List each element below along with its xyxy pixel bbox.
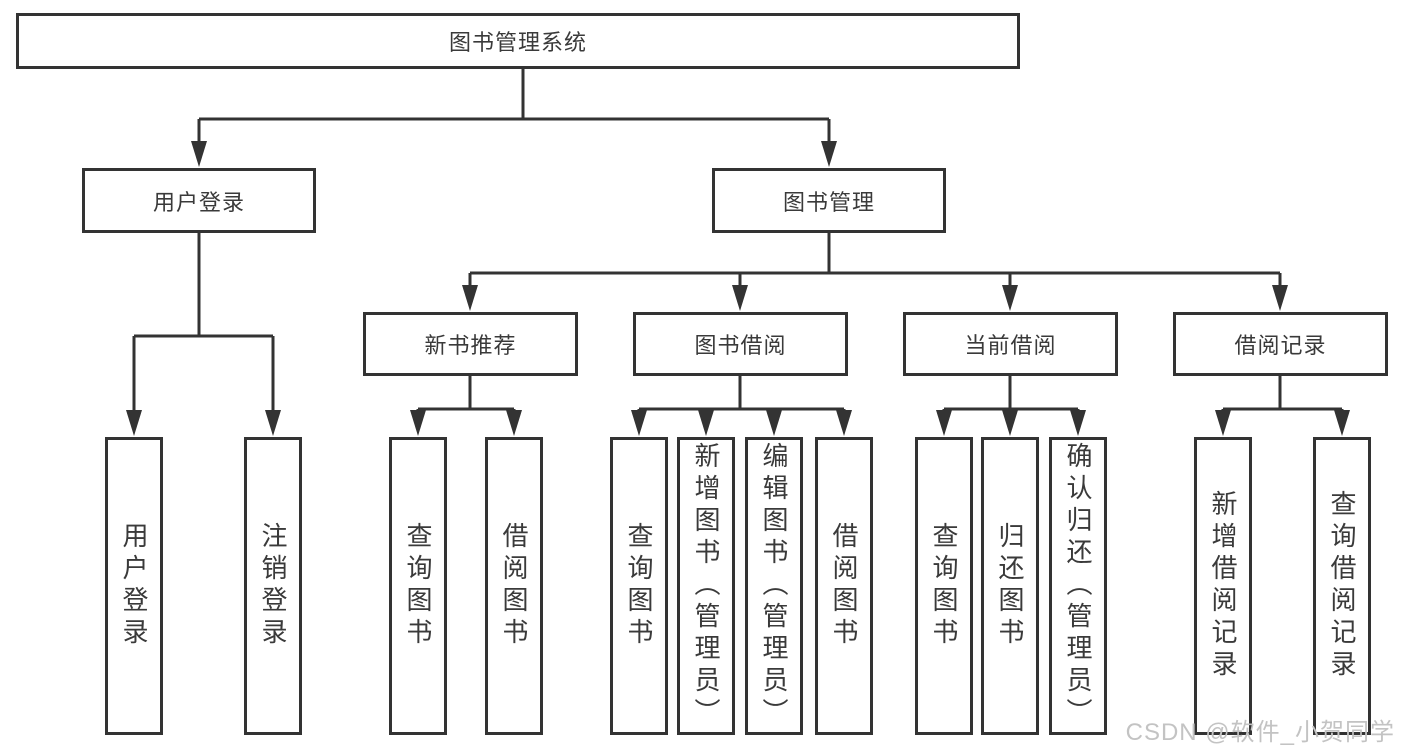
leaf-query-books-recommend: 查询图书 bbox=[389, 437, 447, 735]
leaf-confirm-return-admin-label: 确认归还（管理员） bbox=[1063, 442, 1093, 730]
leaf-return-books: 归还图书 bbox=[981, 437, 1039, 735]
leaf-borrow-books-borrow: 借阅图书 bbox=[815, 437, 873, 735]
node-book-management: 图书管理 bbox=[712, 168, 946, 233]
leaf-user-login: 用户登录 bbox=[105, 437, 163, 735]
leaf-query-books-borrow-label: 查询图书 bbox=[624, 522, 654, 650]
node-current-borrowing-label: 当前借阅 bbox=[964, 333, 1057, 358]
leaf-query-borrow-record: 查询借阅记录 bbox=[1313, 437, 1371, 735]
node-library-system-label: 图书管理系统 bbox=[448, 30, 587, 55]
leaf-logout: 注销登录 bbox=[244, 437, 302, 735]
leaf-query-borrow-record-label: 查询借阅记录 bbox=[1327, 490, 1357, 682]
leaf-query-books-borrow: 查询图书 bbox=[610, 437, 668, 735]
leaf-add-borrow-record-label: 新增借阅记录 bbox=[1208, 490, 1238, 682]
leaf-user-login-label: 用户登录 bbox=[119, 522, 149, 650]
node-borrowing-records-label: 借阅记录 bbox=[1234, 333, 1327, 358]
leaf-confirm-return-admin: 确认归还（管理员） bbox=[1049, 437, 1107, 735]
leaf-borrow-books-borrow-label: 借阅图书 bbox=[829, 522, 859, 650]
leaf-query-books-current-label: 查询图书 bbox=[929, 522, 959, 650]
leaf-query-books-current: 查询图书 bbox=[915, 437, 973, 735]
leaf-borrow-books-recommend: 借阅图书 bbox=[485, 437, 543, 735]
leaf-add-borrow-record: 新增借阅记录 bbox=[1194, 437, 1252, 735]
leaf-edit-book-admin-label: 编辑图书（管理员） bbox=[759, 442, 789, 730]
leaf-edit-book-admin: 编辑图书（管理员） bbox=[745, 437, 803, 735]
node-user-login-label: 用户登录 bbox=[152, 189, 245, 215]
node-current-borrowing: 当前借阅 bbox=[903, 312, 1118, 376]
leaf-add-book-admin-label: 新增图书（管理员） bbox=[691, 442, 721, 730]
node-book-management-label: 图书管理 bbox=[782, 189, 875, 215]
watermark: CSDN @软件_小贺同学 bbox=[1125, 719, 1395, 746]
leaf-add-book-admin: 新增图书（管理员） bbox=[677, 437, 735, 735]
node-new-book-recommendation-label: 新书推荐 bbox=[424, 333, 517, 358]
node-book-borrowing: 图书借阅 bbox=[633, 312, 848, 376]
node-user-login: 用户登录 bbox=[82, 168, 316, 233]
node-new-book-recommendation: 新书推荐 bbox=[363, 312, 578, 376]
leaf-query-books-recommend-label: 查询图书 bbox=[403, 522, 433, 650]
node-borrowing-records: 借阅记录 bbox=[1173, 312, 1388, 376]
leaf-logout-label: 注销登录 bbox=[258, 522, 288, 650]
leaf-borrow-books-recommend-label: 借阅图书 bbox=[499, 522, 529, 650]
leaf-return-books-label: 归还图书 bbox=[995, 522, 1025, 650]
node-library-system: 图书管理系统 bbox=[16, 13, 1020, 69]
node-book-borrowing-label: 图书借阅 bbox=[694, 333, 787, 358]
